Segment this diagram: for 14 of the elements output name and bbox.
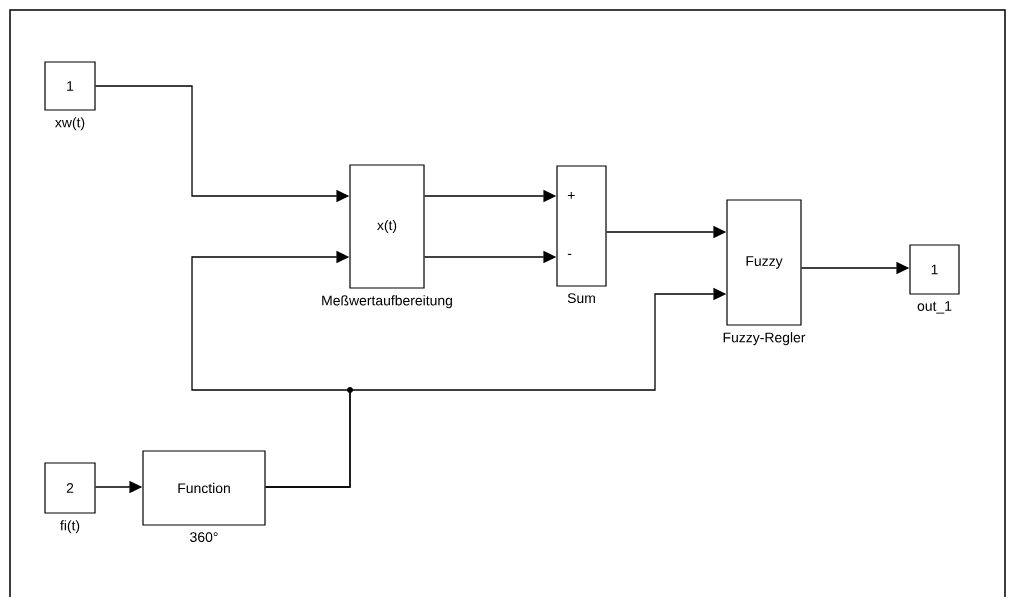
block-label: Sum	[567, 293, 595, 304]
inport-block: 1	[44, 61, 96, 111]
sum-block: + -	[556, 165, 607, 287]
controller-block: Fuzzy	[726, 199, 802, 326]
function-block: Function	[142, 450, 266, 526]
block-label: Meßwertaufbereitung	[322, 295, 452, 309]
inport-block: 2	[44, 462, 96, 514]
block-label: fi(t)	[60, 520, 80, 534]
function-block: x(t)	[349, 164, 425, 289]
block-label: out_1	[917, 301, 952, 314]
block-label: xw(t)	[55, 117, 85, 131]
block-label: Fuzzy-Regler	[723, 332, 806, 346]
outport-block: 1	[909, 244, 960, 295]
block-label: 360°	[190, 532, 218, 543]
